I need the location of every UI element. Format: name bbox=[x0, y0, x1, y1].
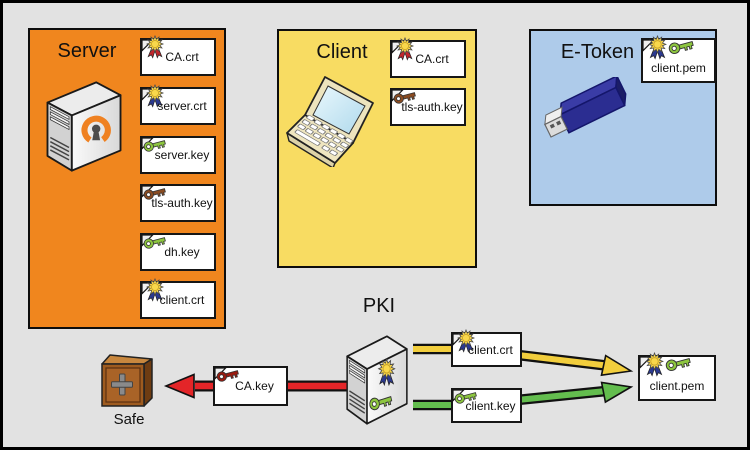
key-icon bbox=[143, 181, 167, 205]
pki-label: PKI bbox=[362, 295, 396, 317]
file-name: tls-auth.key bbox=[151, 196, 213, 210]
pki-server-tower-icon bbox=[346, 335, 408, 425]
file-box-server-key: server.key bbox=[140, 136, 216, 174]
file-name: server.key bbox=[154, 148, 210, 162]
certificate-icon bbox=[143, 278, 167, 302]
key-icon bbox=[664, 350, 693, 377]
file-name: client.key bbox=[465, 398, 516, 413]
file-box-pki-client-crt: client.crt bbox=[451, 332, 522, 367]
certificate-icon bbox=[393, 37, 417, 61]
file-box-server-ca-crt: CA.crt bbox=[140, 38, 216, 76]
file-name: server.crt bbox=[157, 99, 207, 113]
file-name: CA.crt bbox=[165, 50, 199, 64]
certificate-icon bbox=[143, 35, 167, 59]
file-name: client.pem bbox=[651, 61, 706, 75]
arrow-yellow-client-crt-to-pem bbox=[413, 343, 634, 377]
key-icon bbox=[143, 133, 167, 157]
key-icon bbox=[667, 33, 696, 60]
file-box-server-tls-auth-key: tls-auth.key bbox=[140, 184, 216, 222]
usb-token-icon bbox=[544, 77, 627, 138]
etoken-zone-title: E-Token bbox=[560, 41, 635, 63]
server-tower-icon bbox=[46, 81, 122, 172]
file-name: tls-auth.key bbox=[401, 100, 463, 114]
laptop-icon bbox=[286, 76, 374, 167]
file-name: CA.crt bbox=[415, 52, 449, 66]
key-icon bbox=[454, 385, 478, 409]
file-name: CA.key bbox=[235, 379, 274, 393]
file-name: client.crt bbox=[159, 293, 205, 307]
client-zone-title: Client bbox=[316, 41, 368, 63]
file-box-client-ca-crt: CA.crt bbox=[390, 40, 466, 78]
key-icon bbox=[143, 230, 167, 254]
file-box-server-crt: server.crt bbox=[140, 87, 216, 125]
file-box-result-client-pem: client.pem bbox=[638, 355, 716, 401]
file-name: client.pem bbox=[649, 379, 705, 393]
key-icon bbox=[216, 363, 240, 387]
key-icon bbox=[393, 85, 417, 109]
safe-icon bbox=[101, 354, 153, 407]
file-box-client-tls-auth-key: tls-auth.key bbox=[390, 88, 466, 126]
certificate-icon bbox=[143, 84, 167, 108]
file-box-pki-client-key: client.key bbox=[451, 388, 522, 423]
server-zone-title: Server bbox=[57, 40, 117, 62]
file-name: client.crt bbox=[468, 342, 513, 357]
file-box-etoken-client-pem: client.pem bbox=[641, 38, 716, 83]
file-box-server-client-crt: client.crt bbox=[140, 281, 216, 319]
file-name: dh.key bbox=[164, 245, 200, 259]
file-box-ca-key: CA.key bbox=[213, 366, 288, 406]
server-zone: Server bbox=[28, 28, 226, 329]
certificate-icon bbox=[454, 329, 478, 353]
file-box-dh-key: dh.key bbox=[140, 233, 216, 271]
safe-label: Safe bbox=[113, 411, 145, 428]
arrow-green-client-key-to-pem bbox=[413, 381, 634, 411]
